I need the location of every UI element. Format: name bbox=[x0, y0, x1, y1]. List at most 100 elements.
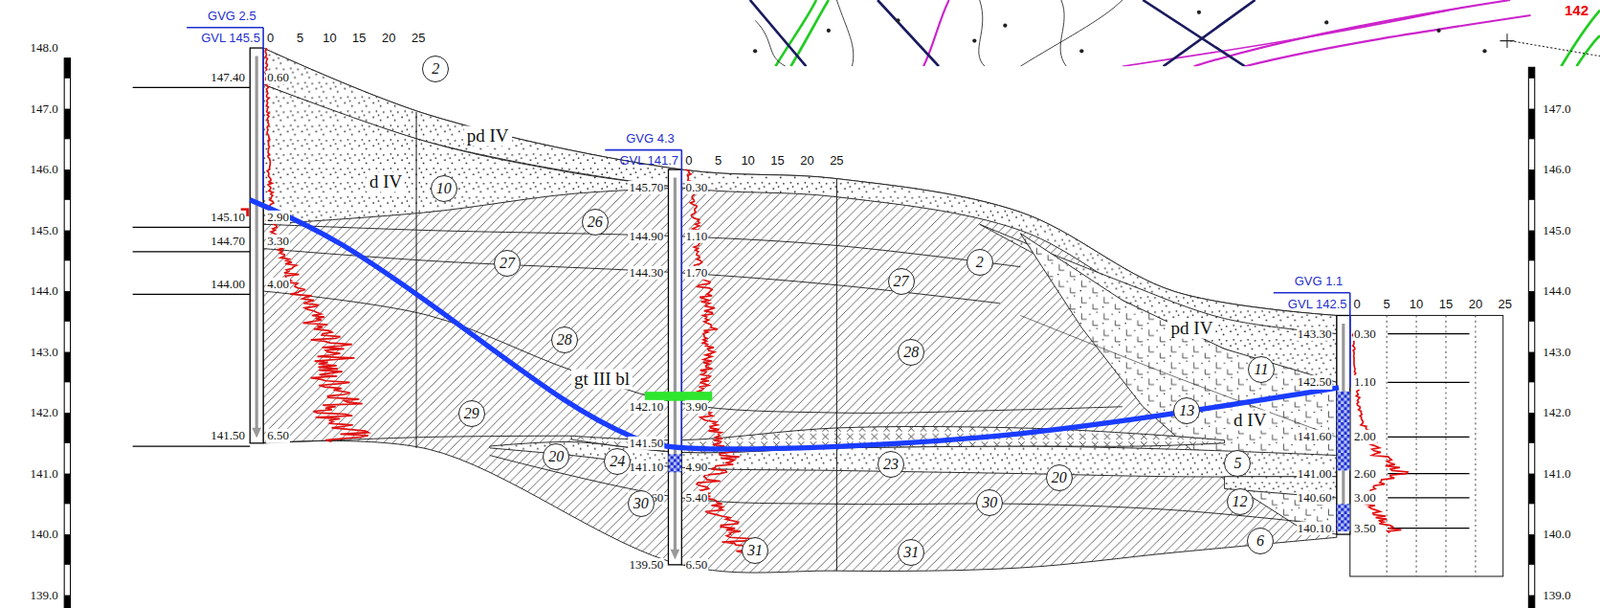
elevation-label: 145.70 bbox=[627, 180, 665, 195]
callout-number: 20 bbox=[542, 443, 570, 470]
layer-boundary bbox=[263, 223, 1021, 267]
callout-number: 30 bbox=[627, 489, 655, 517]
elevation-label: 144.30 bbox=[627, 266, 665, 280]
callout-number: 10 bbox=[430, 175, 458, 202]
borehole-header: GVG 4.3 bbox=[625, 132, 675, 146]
axis-label: 139.0 bbox=[30, 587, 59, 601]
callout-number: 23 bbox=[877, 450, 905, 478]
axis-segment bbox=[64, 533, 70, 565]
map-label: 142 bbox=[1564, 1, 1589, 19]
depth-label: 6.50 bbox=[266, 428, 290, 443]
callout-number: 2 bbox=[422, 55, 449, 83]
map-point bbox=[1079, 48, 1084, 53]
elevation-label: 141.50 bbox=[209, 428, 246, 443]
axis-segment bbox=[1528, 290, 1534, 322]
axis-segment bbox=[1528, 352, 1534, 383]
elevation-label: 143.30 bbox=[1296, 326, 1334, 340]
depth-label: 3.50 bbox=[1353, 521, 1378, 535]
axis-bar bbox=[64, 58, 70, 608]
axis-label: 145.0 bbox=[30, 222, 59, 237]
map-line bbox=[1576, 35, 1600, 67]
callout-number: 11 bbox=[1247, 355, 1275, 383]
callout-number: 26 bbox=[581, 208, 609, 236]
depth-label: 1.70 bbox=[685, 266, 710, 280]
map-point bbox=[1197, 10, 1201, 15]
map-point bbox=[1482, 48, 1487, 53]
stratigraphy-label: d IV bbox=[366, 171, 405, 192]
axis-label: 146.0 bbox=[1542, 162, 1571, 177]
axis-segment bbox=[1528, 533, 1534, 565]
cpt-curve bbox=[265, 47, 369, 442]
callout-number: 5 bbox=[1223, 449, 1251, 477]
axis-label: 141.0 bbox=[1542, 466, 1571, 480]
scale-tick: 0 bbox=[685, 154, 692, 168]
scale-tick: 5 bbox=[714, 154, 722, 168]
section-grid bbox=[416, 111, 418, 448]
axis-segment bbox=[64, 412, 70, 444]
level-line bbox=[1387, 381, 1469, 383]
scale-tick: 0 bbox=[266, 31, 274, 45]
stratigraphy-label: d IV bbox=[1230, 410, 1269, 431]
layer-boundary bbox=[263, 435, 572, 444]
elevation-label: 141.50 bbox=[627, 436, 665, 450]
header-line bbox=[681, 150, 684, 450]
level-line bbox=[133, 87, 251, 89]
axis-label: 141.0 bbox=[30, 466, 59, 480]
callout-number: 29 bbox=[458, 400, 486, 427]
callout-number: 31 bbox=[741, 536, 769, 564]
level-line bbox=[1387, 527, 1469, 529]
sand-layer bbox=[263, 47, 1337, 334]
borehole-column bbox=[249, 47, 264, 444]
map-point bbox=[826, 28, 831, 33]
map-point bbox=[1002, 23, 1007, 28]
axis-bar bbox=[1528, 66, 1534, 608]
stratigraphy-label: gt III bl bbox=[571, 369, 633, 390]
level-line bbox=[133, 250, 251, 252]
depth-label: 0.60 bbox=[266, 70, 290, 85]
elevation-label: 141.10 bbox=[627, 460, 665, 474]
filter-screen bbox=[1336, 503, 1351, 532]
axis-label: 146.0 bbox=[30, 162, 59, 177]
borehole-header: GVG 1.1 bbox=[1294, 274, 1344, 289]
header-line bbox=[186, 26, 264, 29]
depth-label: 3.00 bbox=[1353, 490, 1378, 505]
elevation-label: 142.10 bbox=[627, 400, 665, 414]
axis-label: 145.0 bbox=[1542, 222, 1571, 237]
map-point bbox=[753, 48, 757, 53]
level-line bbox=[133, 293, 251, 295]
axis-label: 140.0 bbox=[30, 527, 59, 541]
clay-layer bbox=[263, 47, 1337, 573]
layer-boundary bbox=[1020, 314, 1337, 437]
axis-segment bbox=[64, 169, 70, 200]
axis-segment bbox=[64, 58, 70, 79]
elevation-label: 145.10 bbox=[209, 210, 246, 224]
header-line bbox=[1349, 292, 1352, 388]
section-grid bbox=[836, 178, 838, 572]
depth-label: 2.60 bbox=[1353, 466, 1378, 480]
scale-tick: 15 bbox=[770, 154, 784, 168]
header-line bbox=[1273, 291, 1351, 294]
header-line bbox=[262, 27, 265, 200]
borehole-column bbox=[1336, 314, 1351, 534]
cpt-curve bbox=[1352, 333, 1407, 534]
borehole-arrow bbox=[670, 549, 681, 560]
map-line bbox=[750, 0, 1256, 67]
axis-segment bbox=[1528, 412, 1534, 444]
axis-segment bbox=[1528, 595, 1534, 608]
axis-segment bbox=[64, 352, 70, 383]
scale-tick: 20 bbox=[381, 31, 396, 45]
borehole-header: GVL 145.5 bbox=[200, 31, 261, 45]
scale-tick: 25 bbox=[1498, 296, 1512, 311]
axis-segment bbox=[64, 473, 70, 505]
stratigraphy-label: pd IV bbox=[464, 125, 512, 146]
borehole-arrow bbox=[255, 56, 259, 429]
axis-segment bbox=[64, 290, 70, 322]
depth-label: 6.50 bbox=[685, 557, 710, 572]
map-point bbox=[972, 38, 977, 43]
scale-grid bbox=[1474, 314, 1476, 576]
scale-grid bbox=[1444, 314, 1446, 576]
axis-label: 142.0 bbox=[30, 405, 59, 420]
scale-tick: 20 bbox=[800, 154, 814, 168]
